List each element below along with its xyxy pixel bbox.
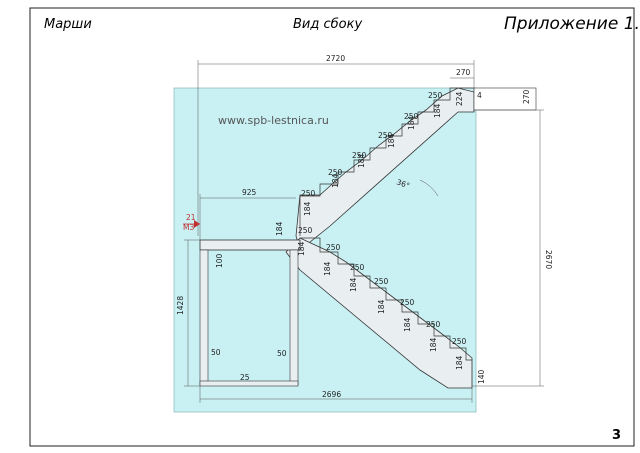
tread-label-upper: 250 (378, 131, 393, 140)
level-mark-bottom: МЗ (183, 223, 194, 232)
riser-label-upper: 184 (357, 153, 366, 168)
sheet-frame (29, 7, 635, 447)
riser-label-lower: 184 (403, 317, 412, 332)
level-mark: 21 МЗ (183, 213, 200, 232)
dim-landing-length: 925 (242, 188, 257, 197)
tread-label-upper: 250 (328, 168, 343, 177)
dim-top-gap: 4 (477, 91, 482, 100)
dim-height-total: 2670 (544, 250, 553, 269)
lower-flight-steps (300, 237, 472, 361)
level-mark-top: 21 (186, 213, 196, 222)
support-post-right (289, 249, 299, 386)
tread-label-upper: 250 (404, 112, 419, 121)
header-right-title: Приложение 1. (504, 14, 640, 34)
tread-label-lower: 250 (426, 320, 441, 329)
upper-flight-steps (299, 87, 474, 236)
dim-top-riser: 224 (455, 91, 464, 106)
dim-total-width-bottom: 2696 (322, 390, 341, 399)
dim-total-width-top: 2720 (326, 54, 345, 63)
riser-label-upper: 184 (303, 201, 312, 216)
riser-label-upper: 184 (275, 221, 284, 236)
header-left-title: Марши (44, 17, 92, 32)
riser-label-lower: 184 (297, 241, 306, 256)
riser-label-upper: 184 (387, 133, 396, 148)
tread-label-upper: 250 (301, 189, 316, 198)
riser-label-lower: 184 (349, 277, 358, 292)
dim-top-step: 270 (456, 68, 471, 77)
support-post-left (199, 249, 209, 386)
support-base (199, 380, 299, 387)
dim-bottom-step: 140 (477, 369, 486, 384)
dimension-lines (184, 60, 544, 403)
page-number: 3 (612, 428, 621, 443)
riser-label-lower: 184 (429, 337, 438, 352)
riser-label-lower: 184 (455, 355, 464, 370)
dim-support-height: 100 (215, 253, 224, 268)
riser-label-upper: 184 (407, 115, 416, 130)
tread-label-upper: 250 (428, 91, 443, 100)
tread-label-lower: 250 (374, 277, 389, 286)
dim-top-small-step: 270 (522, 89, 531, 104)
dim-height-lower: 1428 (176, 296, 185, 315)
header-center-title: Вид сбоку (293, 17, 362, 32)
riser-label-lower: 184 (377, 299, 386, 314)
tread-label-lower: 250 (350, 263, 365, 272)
tread-label-lower: 250 (326, 243, 341, 252)
riser-label-upper: 184 (331, 173, 340, 188)
landing-platform (199, 239, 301, 251)
tread-label-upper: 250 (352, 151, 367, 160)
dim-angle: 36° (395, 177, 411, 190)
riser-label-upper: 184 (433, 103, 442, 118)
dim-post-right: 50 (277, 349, 287, 358)
support-frame (199, 249, 299, 387)
watermark: www.spb-lestnica.ru (218, 114, 329, 127)
tread-label-lower: 250 (400, 298, 415, 307)
lower-flight-stringer (285, 237, 473, 389)
dim-base-gap: 25 (240, 373, 250, 382)
riser-label-lower: 184 (323, 261, 332, 276)
tread-label-lower: 250 (452, 337, 467, 346)
dim-post-left: 50 (211, 348, 221, 357)
tread-label-landing: 250 (298, 226, 313, 235)
